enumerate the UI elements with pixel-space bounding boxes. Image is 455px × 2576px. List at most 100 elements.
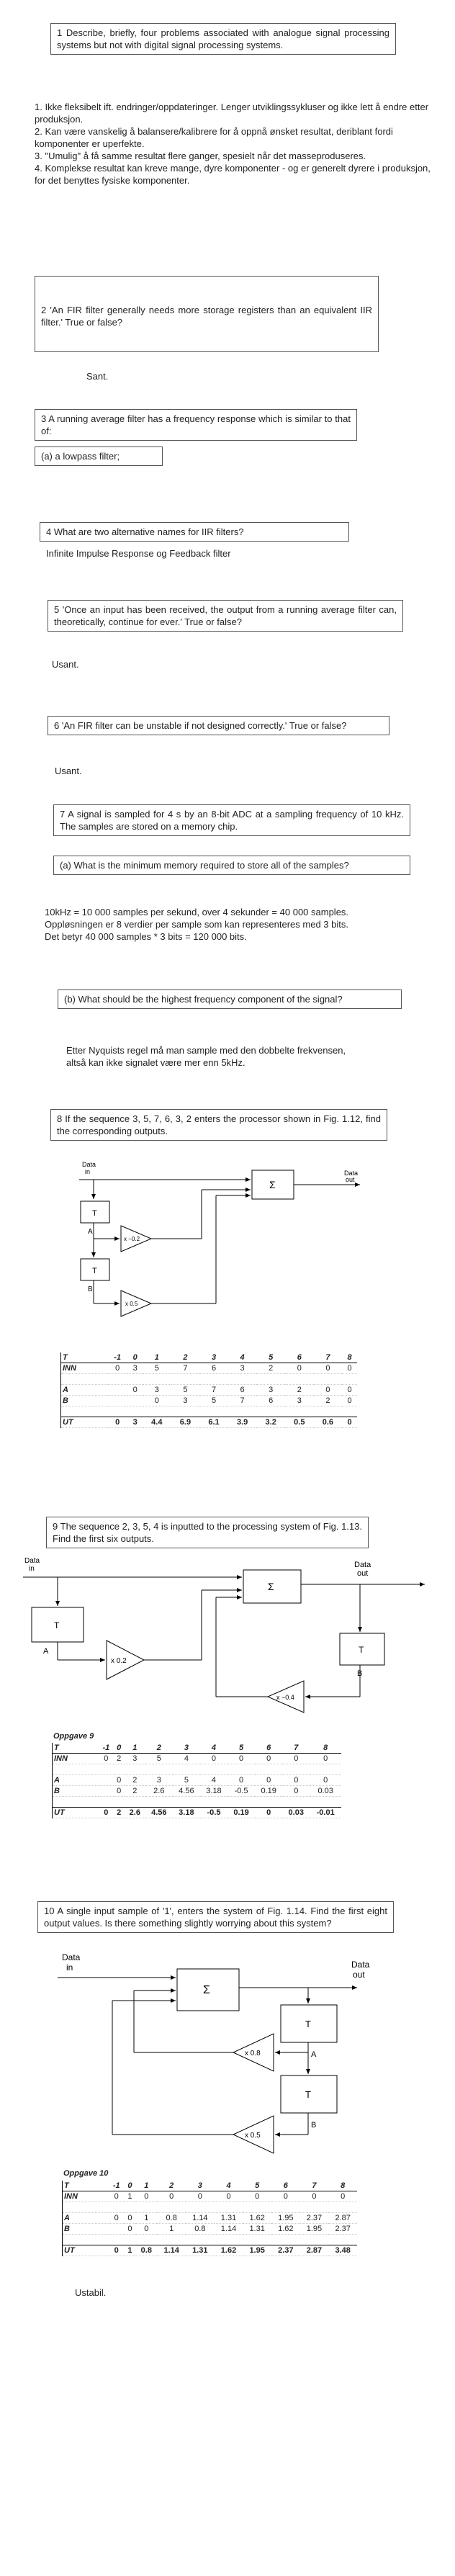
q10-node-b: B [311,2121,316,2130]
table-row: INN 0 3 5 7 6 3 2 0 0 0 [60,1363,357,1374]
cell: 3 [145,1774,173,1786]
cell: 1.62 [271,2223,300,2235]
cell: 0.8 [186,2223,215,2235]
cell: 0 [109,2191,125,2202]
cell: 0 [124,2223,136,2235]
cell: 2 [124,1774,145,1786]
q8-h0: T [60,1352,107,1363]
q9-sum-block [243,1569,302,1604]
q10-gain-1 [232,2033,274,2072]
q8-table: T -1 0 1 2 3 4 5 6 7 8 INN 0 3 5 7 6 3 2… [60,1352,357,1428]
q9-h0: T [52,1743,99,1754]
q10-question: 10 A single input sample of '1', enters … [37,1901,394,1933]
cell: UT [52,1807,99,1818]
cell: 4 [199,1774,228,1786]
q1-question: 1 Describe, briefly, four problems assoc… [50,23,396,55]
q8-gain-1 [120,1225,153,1252]
cell: 0 [282,1774,310,1786]
cell: 3 [227,1363,257,1374]
cell: INN [62,2191,109,2202]
cell: 3.2 [256,1417,285,1428]
q8-block-diagram: Data in Σ Data out T A x −0.2 T B x 0.5 [79,1161,360,1317]
cell: 6.9 [171,1417,200,1428]
q8-data-out-label: Data [344,1170,358,1177]
cell: 0 [299,2191,329,2202]
cell: 2 [256,1363,285,1374]
cell: 3 [127,1363,143,1374]
cell: 0 [199,1753,228,1764]
q1-answer-line-1: 1. Ikke fleksibelt ift. endringer/oppdat… [35,102,429,125]
q7-sub-b: (b) What should be the highest frequency… [58,989,402,1009]
q7-answer-a-line-2: Oppløsningen er 8 verdier per sample som… [45,919,348,930]
q8-gain-2 [120,1290,153,1317]
q10-h8: 6 [271,2181,300,2191]
q9-h7: 5 [227,1743,256,1754]
q10-h5: 3 [186,2181,215,2191]
cell: 0 [186,2191,215,2202]
cell: 0.19 [227,1807,256,1818]
cell [107,1395,128,1406]
cell: 2 [313,1395,343,1406]
q3-option: (a) a lowpass filter; [35,446,163,466]
q10-table: T -1 0 1 2 3 4 5 6 7 8 INN 0 1 0 0 0 0 0… [62,2181,357,2256]
q9-data-out-label-2: out [357,1569,368,1578]
cell: 0 [99,1753,114,1764]
q9-node-a: A [43,1647,49,1656]
cell: 2 [124,1785,145,1797]
cell: 0 [342,1395,357,1406]
q9-caption: Oppgave 9 [53,1732,94,1741]
cell: 0 [107,1363,128,1374]
cell: 0 [313,1363,343,1374]
cell: 3.9 [227,1417,257,1428]
cell: 1.95 [243,2245,271,2256]
cell: 5 [145,1753,173,1764]
q2-question: 2 'An FIR filter generally needs more st… [35,276,379,352]
cell: 3.18 [199,1785,228,1797]
q10-gain-1-label: x 0.8 [245,2050,261,2057]
cell: INN [60,1363,107,1374]
cell: 0 [342,1384,357,1396]
q10-h3: 1 [135,2181,158,2191]
cell: 1.95 [299,2223,329,2235]
table-row: INN 0 2 3 5 4 0 0 0 0 0 [52,1753,341,1764]
cell: 3.48 [328,2245,357,2256]
cell: 0 [143,1395,171,1406]
cell: 0 [227,1753,256,1764]
cell: 0 [282,1753,310,1764]
table-row [60,1406,357,1417]
q9-gain-1-label: x 0.2 [111,1657,127,1665]
cell: B [52,1785,99,1797]
cell: 0.8 [135,2245,158,2256]
cell [127,1395,143,1406]
table-row: B 0 0 1 0.8 1.14 1.31 1.62 1.95 2.37 [62,2223,357,2235]
q9-block-diagram: Data in Σ Data out T A x 0.2 T B x −0.4 [23,1557,425,1713]
cell: -0.01 [310,1807,341,1818]
q8-h2: 0 [127,1352,143,1363]
cell: 0 [328,2191,357,2202]
table-row-output: UT 0 2 2.6 4.56 3.18 -0.5 0.19 0 0.03 -0… [52,1807,341,1818]
q9-h2: 0 [113,1743,125,1754]
table-row: B 0 3 5 7 6 3 2 0 [60,1395,357,1406]
table-row: A 0 3 5 7 6 3 2 0 0 [60,1384,357,1396]
q9-gain-2-label: x −0.4 [276,1694,294,1701]
q10-caption: Oppgave 10 [63,2169,109,2178]
q10-node-a: A [311,2050,317,2059]
q10-answer: Ustabil. [75,2287,107,2298]
cell: 6 [256,1395,285,1406]
cell: 0 [342,1417,357,1428]
cell: 0 [310,1753,341,1764]
cell: 6 [199,1363,228,1374]
cell: 1 [135,2212,158,2224]
q8-gain-1-label: x −0.2 [124,1236,140,1242]
cell: 7 [171,1363,200,1374]
cell: 1 [124,2245,136,2256]
cell: 2.37 [271,2245,300,2256]
cell: 2.6 [124,1807,145,1818]
q3-question: 3 A running average filter has a frequen… [35,409,357,441]
q10-sum-block [176,1968,240,2011]
q8-h7: 5 [256,1352,285,1363]
cell: A [60,1384,107,1396]
cell: 2 [113,1753,125,1764]
q10-h6: 4 [214,2181,243,2191]
cell: 0.03 [310,1785,341,1797]
